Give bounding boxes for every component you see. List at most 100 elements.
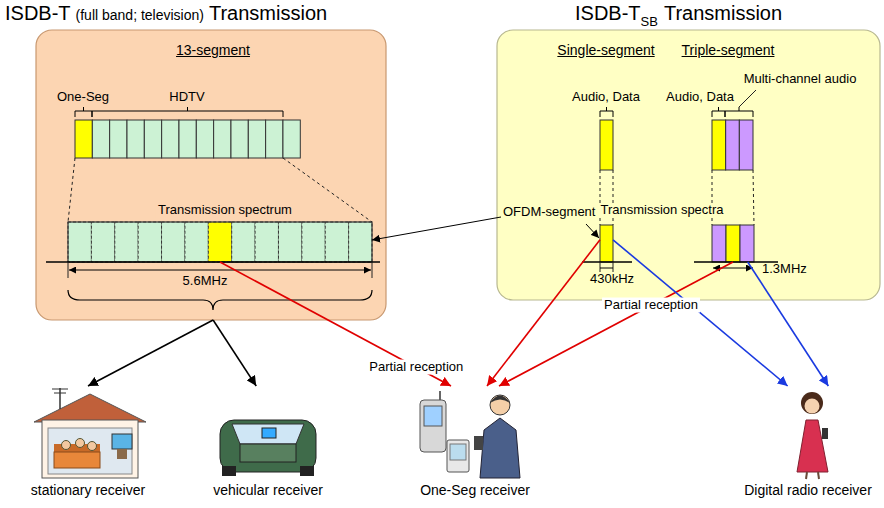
- man-body: [480, 418, 520, 478]
- bracket: [725, 107, 753, 117]
- antenna: [54, 393, 66, 394]
- pda-screen: [450, 444, 466, 460]
- segment-cell: [196, 120, 213, 158]
- segment-cell: [231, 120, 248, 158]
- spectrum-cell: [208, 222, 231, 262]
- transmission-panel: ISDB-TSBTransmission430kHz1.3MHz: [497, 30, 880, 300]
- radio-device: [822, 428, 828, 439]
- segment-label: One-Seg: [57, 90, 109, 105]
- bracket: [712, 107, 725, 117]
- callout-label: OFDM-segment: [503, 205, 595, 220]
- segment-cell: [248, 120, 265, 158]
- car-body: [220, 420, 316, 472]
- bracket: [600, 107, 613, 117]
- spectrum-cell: [115, 222, 138, 262]
- segment-label: Audio, Data: [666, 90, 734, 105]
- brace: [68, 290, 372, 310]
- segment-cell: [144, 120, 161, 158]
- segment-cell: [739, 120, 753, 170]
- woman-face: [805, 399, 820, 414]
- segment-label: HDTV: [169, 90, 204, 105]
- handset: [474, 436, 483, 450]
- receiver: stationary receiver: [27, 386, 149, 498]
- dimension-arrow: [713, 268, 753, 269]
- signal-arrow: [213, 320, 256, 386]
- spectrum-cell: [232, 222, 255, 262]
- segment-cell: [110, 120, 127, 158]
- panel-fill: [497, 30, 880, 300]
- woman-leg: [818, 472, 819, 479]
- woman-dress: [797, 420, 828, 472]
- person-head: [62, 441, 71, 450]
- bracket: [92, 107, 283, 117]
- spectrum-cell: [712, 225, 726, 262]
- car-wheel: [300, 466, 314, 476]
- heading-subscript: SB: [641, 15, 658, 30]
- dimension-label: 1.3MHz: [762, 262, 807, 277]
- segment-cell: [266, 120, 283, 158]
- signal-arrow: [499, 262, 733, 386]
- segment-cell: [75, 120, 92, 158]
- person-head: [76, 439, 85, 448]
- spectrum-bar: 1.3MHz: [712, 225, 754, 262]
- projection-line: [68, 158, 75, 222]
- signal-arrow: [88, 320, 213, 386]
- car-windshield: [232, 424, 304, 444]
- spectrum-cell: [325, 222, 348, 262]
- spectrum-heading: Transmission spectrum: [155, 203, 295, 218]
- spectrum-cell: [302, 222, 325, 262]
- dimension-tick: [613, 262, 614, 272]
- heading-text: ISDB-T: [5, 2, 71, 25]
- leader-arrow: [586, 224, 599, 238]
- receiver-caption: One-Seg receiver: [420, 482, 530, 498]
- spectrum-cell: [138, 222, 161, 262]
- projection-line: [753, 170, 754, 225]
- person-head: [88, 442, 97, 451]
- bracket: [75, 107, 92, 117]
- receiver-caption: Digital radio receiver: [744, 482, 872, 498]
- section-heading: Triple-segment: [682, 42, 775, 58]
- segment-cell: [214, 120, 231, 158]
- segment-cell: [127, 120, 144, 158]
- spectrum-cell: [726, 225, 740, 262]
- segment-cell: [283, 120, 300, 158]
- spectrum-box: Transmission spectrum5.6MHz: [68, 222, 372, 262]
- edge-label: Partial reception: [367, 360, 465, 375]
- car-screen: [262, 428, 276, 438]
- spectrum-cell-outline: [68, 222, 372, 262]
- signal-arrow: [613, 240, 788, 386]
- heading-text: ISDB-T: [575, 2, 641, 25]
- panel-fill: [36, 30, 386, 320]
- spectrum-cell: [91, 222, 114, 262]
- heading-group: ISDB-T(full band; television)Transmissio…: [5, 2, 327, 25]
- dimension-tick: [600, 262, 601, 272]
- frequency-axis: [46, 261, 380, 263]
- signal-arrow: [748, 262, 829, 386]
- transmission-panel: 13-segmentISDB-T(full band; television)T…: [36, 30, 386, 320]
- receiver: Digital radio receiver: [740, 386, 876, 498]
- spectrum-bar: 430kHz: [600, 225, 613, 262]
- receiver-caption: stationary receiver: [31, 482, 145, 498]
- section-heading: 13-segment: [176, 42, 250, 58]
- spectrum-cell: [185, 222, 208, 262]
- pda: [447, 440, 469, 472]
- spectrum-cell: [162, 222, 185, 262]
- phone-screen: [424, 406, 442, 426]
- woman-hair: [801, 392, 823, 414]
- spectrum-cell: [68, 222, 91, 262]
- segment-cell: [162, 120, 179, 158]
- receiver: One-Seg receiver: [415, 386, 535, 498]
- section-heading: Single-segment: [557, 42, 654, 58]
- dimension-tick: [68, 262, 69, 278]
- segment-cell: [600, 120, 613, 170]
- woman-leg: [806, 472, 807, 479]
- man-hair: [490, 396, 510, 404]
- car-roof: [240, 444, 296, 462]
- heading-text: (full band; television): [76, 7, 204, 23]
- receiver-caption: vehicular receiver: [213, 482, 323, 498]
- edge-label: Partial reception: [602, 298, 700, 313]
- dimension-tick: [372, 262, 373, 278]
- car-wheel: [222, 466, 236, 476]
- spectrum-cell: [600, 225, 613, 262]
